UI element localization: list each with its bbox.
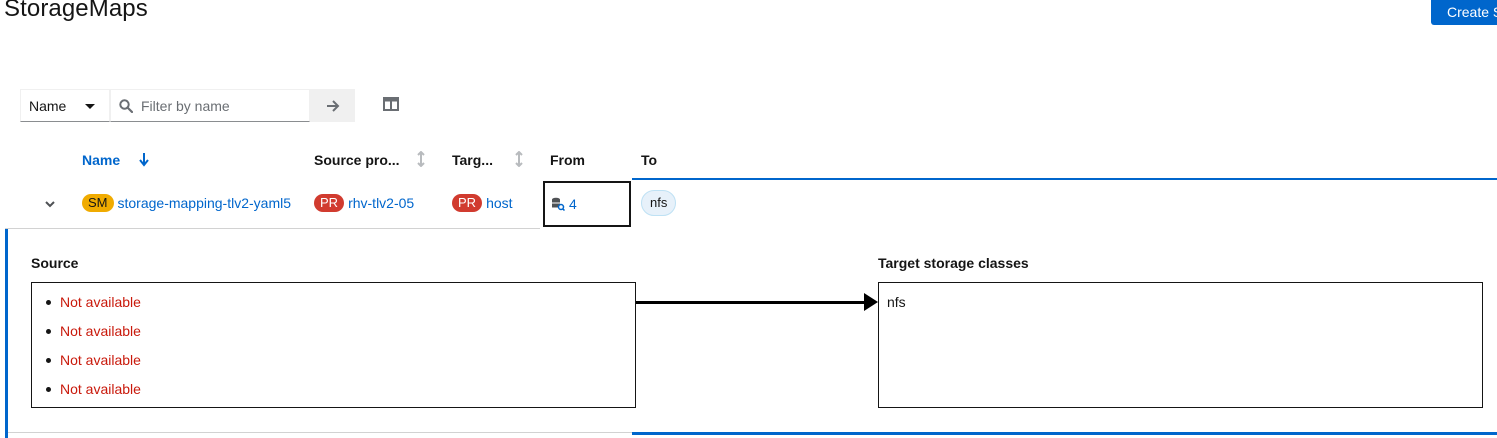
chevron-down-icon[interactable]: [42, 196, 58, 212]
caret-down-icon: [85, 104, 95, 109]
storage-search-icon: [552, 197, 565, 211]
mapping-arrow-line: [636, 301, 866, 304]
filter-toolbar: Name: [20, 89, 355, 122]
to-storage-chip: nfs: [641, 190, 677, 216]
column-header-from: From: [550, 152, 585, 168]
from-count: 4: [569, 196, 577, 212]
table-row-target-cell: PR host: [452, 194, 513, 212]
row-expanded-indicator: [632, 178, 1497, 180]
source-provider-link[interactable]: rhv-tlv2-05: [348, 195, 415, 211]
columns-icon: [383, 97, 399, 111]
list-item: Not available: [46, 293, 635, 322]
create-storagemap-button[interactable]: Create S: [1431, 0, 1497, 25]
source-storage-list: Not available Not available Not availabl…: [32, 283, 635, 409]
sort-down-icon[interactable]: [139, 151, 149, 167]
column-header-to: To: [641, 152, 658, 168]
table-row-source-cell: PR rhv-tlv2-05: [314, 194, 414, 212]
list-item: Not available: [46, 380, 635, 409]
expanded-row-divider: [8, 432, 632, 433]
source-storage-box: Not available Not available Not availabl…: [31, 282, 636, 408]
from-toggle-button[interactable]: 4: [543, 181, 631, 227]
list-item: Not available: [46, 351, 635, 380]
filter-attribute-select[interactable]: Name: [20, 89, 110, 122]
filter-submit-button[interactable]: [310, 89, 355, 122]
provider-badge: PR: [314, 194, 345, 212]
arrow-right-icon: [864, 293, 878, 311]
filter-attribute-label: Name: [29, 97, 67, 114]
sort-icon[interactable]: [416, 151, 426, 167]
storagemap-name-link[interactable]: storage-mapping-tlv2-yaml5: [117, 195, 292, 211]
sort-icon[interactable]: [514, 151, 524, 167]
page-title: StorageMaps: [4, 0, 148, 22]
storagemap-badge: SM: [82, 194, 114, 212]
arrow-right-icon: [326, 99, 339, 112]
row-divider: [5, 228, 540, 229]
target-section-label: Target storage classes: [878, 255, 1029, 271]
source-section-label: Source: [31, 255, 79, 271]
target-storage-item: nfs: [887, 294, 906, 310]
column-header-source-provider[interactable]: Source pro...: [314, 152, 400, 168]
provider-badge: PR: [452, 194, 483, 212]
target-storage-box: nfs: [878, 282, 1483, 408]
target-provider-link[interactable]: host: [486, 195, 513, 211]
search-icon: [119, 98, 133, 113]
expanded-row-border: [5, 229, 8, 438]
manage-columns-button[interactable]: [383, 97, 403, 113]
filter-input-group: [110, 89, 310, 122]
column-header-target-provider[interactable]: Targ...: [452, 152, 493, 168]
column-header-name[interactable]: Name: [82, 152, 121, 168]
next-row-indicator: [632, 432, 1497, 435]
table-row-name-cell: SM storage-mapping-tlv2-yaml5: [82, 194, 291, 212]
list-item: Not available: [46, 322, 635, 351]
filter-name-input[interactable]: [141, 97, 301, 114]
